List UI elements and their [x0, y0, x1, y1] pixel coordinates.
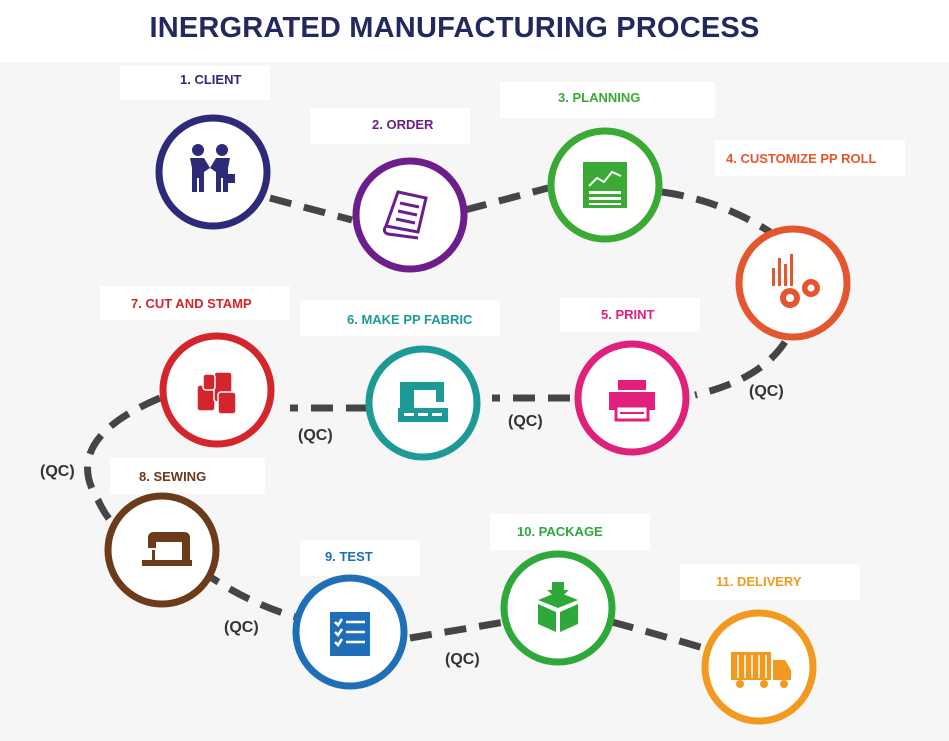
step-node-order: [352, 157, 468, 273]
connector-1-2: [269, 194, 353, 224]
connector-10-11: [611, 618, 712, 654]
delivery-truck-icon: [731, 652, 791, 688]
page-title: INERGRATED MANUFACTURING PROCESS: [149, 12, 760, 44]
step-node-make-pp-fabric: [365, 345, 481, 461]
planning-chart-icon: [583, 162, 627, 208]
connector-7-8: [84, 394, 162, 537]
connector-2-3: [464, 184, 549, 214]
printer-icon: [609, 380, 655, 422]
step-label-planning: 3. PLANNING: [558, 90, 640, 105]
step-label-make-pp-fabric: 6. MAKE PP FABRIC: [347, 312, 473, 327]
step-label-test: 9. TEST: [325, 549, 373, 564]
step-label-package: 10. PACKAGE: [517, 524, 603, 539]
sewing-machine-icon: [142, 532, 192, 566]
step-node-test: [292, 574, 408, 690]
qc-label: (QC): [508, 413, 543, 430]
qc-label: (QC): [224, 619, 259, 636]
step-node-delivery: [701, 609, 817, 725]
step-node-customize-pp-roll: [735, 225, 851, 341]
qc-label: (QC): [445, 651, 480, 668]
step-label-sewing: 8. SEWING: [139, 469, 206, 484]
fabric-rolls-icon: [196, 371, 237, 415]
step-node-planning: [547, 127, 663, 243]
step-node-print: [574, 340, 690, 456]
checklist-icon: [330, 612, 370, 656]
gears-chart-icon: [772, 254, 820, 308]
step-label-order: 2. ORDER: [372, 117, 434, 132]
weaving-machine-icon: [398, 382, 448, 422]
package-box-icon: [538, 582, 578, 632]
step-label-customize-pp-roll: 4. CUSTOMIZE PP ROLL: [726, 151, 877, 166]
connector-3-4: [661, 188, 772, 235]
step-node-package: [500, 550, 616, 666]
step-label-print: 5. PRINT: [601, 307, 655, 322]
step-label-delivery: 11. DELIVERY: [716, 574, 802, 589]
order-document-icon: [382, 190, 428, 240]
qc-label: (QC): [298, 427, 333, 444]
step-node-sewing: [104, 492, 220, 608]
step-node-cut-and-stamp: [159, 332, 275, 448]
connector-8-9: [197, 567, 301, 622]
qc-label: (QC): [40, 463, 75, 480]
step-label-cut-and-stamp: 7. CUT AND STAMP: [131, 296, 252, 311]
connector-9-10: [409, 618, 506, 642]
step-node-client: [155, 114, 271, 230]
step-label-client: 1. CLIENT: [180, 72, 241, 87]
handshake-icon: [190, 144, 235, 192]
qc-label: (QC): [749, 383, 784, 400]
connector-4-5: [694, 340, 788, 399]
